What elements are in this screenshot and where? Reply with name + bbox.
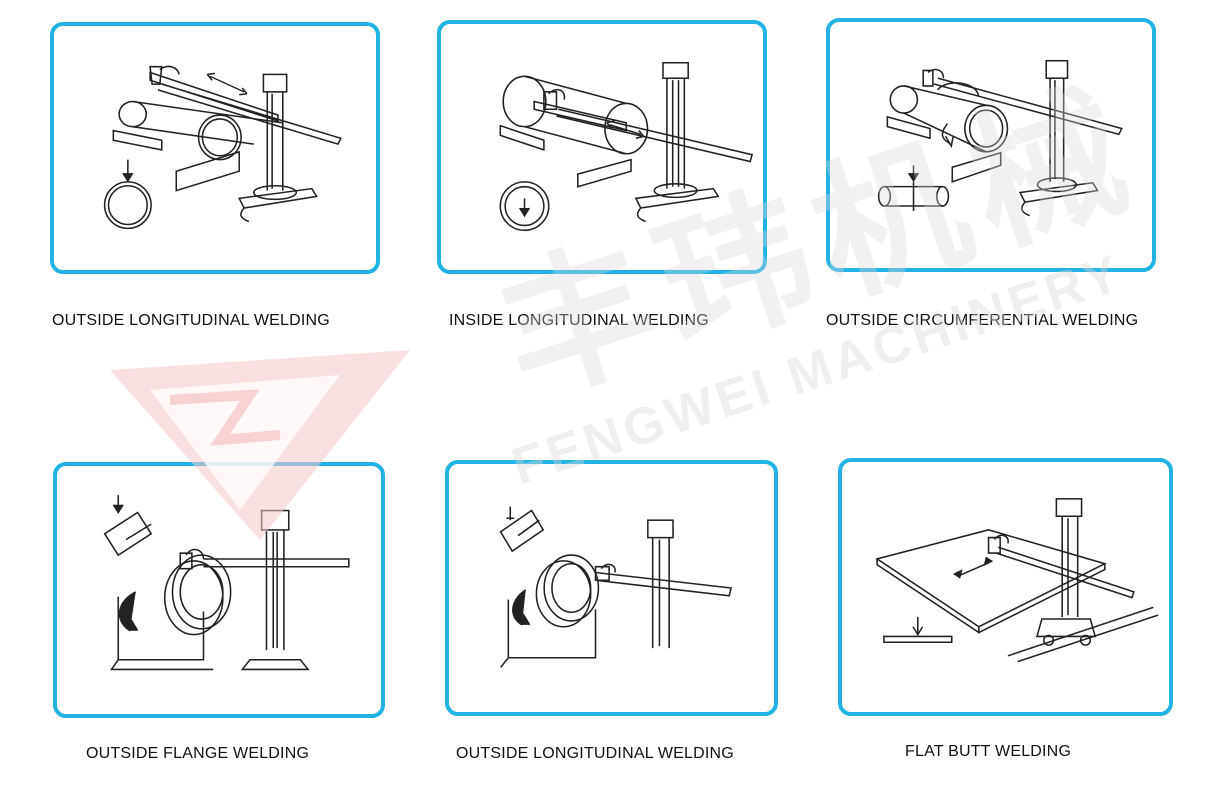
panel-inside-longitudinal-welding (437, 20, 767, 274)
panel-outside-flange-welding (53, 462, 385, 718)
caption-outside-flange-welding: OUTSIDE FLANGE WELDING (86, 745, 310, 762)
outside-longitudinal-welding-2-illustration (499, 506, 733, 668)
caption-outside-longitudinal-welding-1: OUTSIDE LONGITUDINAL WELDING (52, 312, 330, 329)
outside-longitudinal-welding-illustration (103, 65, 342, 230)
caption-outside-longitudinal-welding-2: OUTSIDE LONGITUDINAL WELDING (456, 745, 734, 762)
caption-inside-longitudinal-welding: INSIDE LONGITUDINAL WELDING (449, 312, 709, 329)
inside-longitudinal-welding-illustration (499, 61, 754, 232)
panel-outside-longitudinal-welding-1 (50, 22, 380, 274)
caption-flat-butt-welding: FLAT BUTT WELDING (905, 743, 1072, 760)
caption-outside-circumferential-welding: OUTSIDE CIRCUMFERENTIAL WELDING (826, 312, 1139, 329)
panel-outside-circumferential-welding (826, 18, 1156, 272)
outside-circumferential-welding-illustration (877, 59, 1123, 217)
outside-flange-welding-illustration (103, 495, 350, 671)
panel-flat-butt-welding (838, 458, 1173, 716)
flat-butt-welding-illustration (875, 498, 1159, 663)
panel-outside-longitudinal-welding-2 (445, 460, 778, 716)
